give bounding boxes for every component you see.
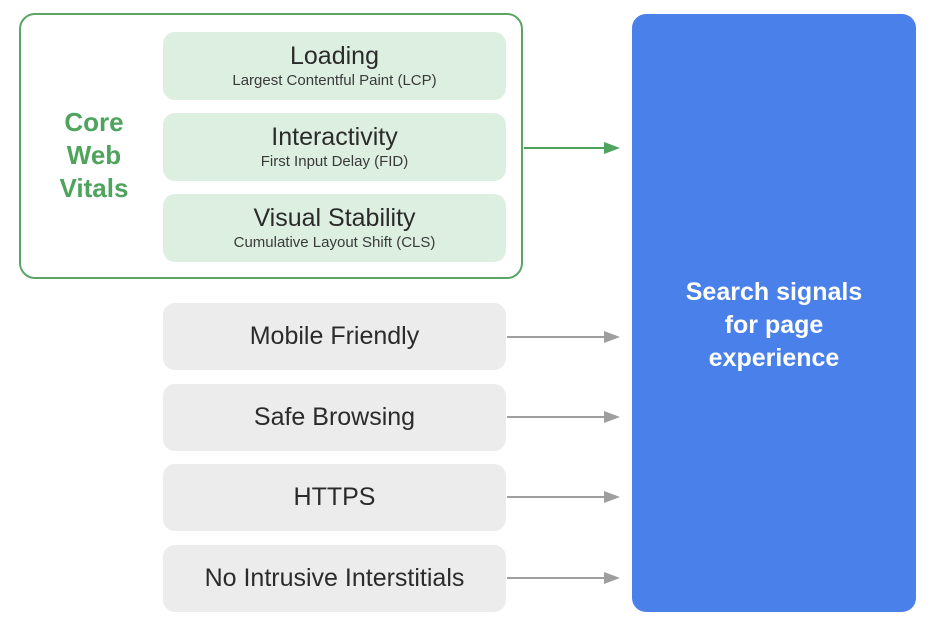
signal-no-intrusive-interstitials: No Intrusive Interstitials [163,545,506,612]
metric-visual-stability: Visual Stability Cumulative Layout Shift… [163,194,506,262]
metric-subtitle: First Input Delay (FID) [260,153,409,170]
cwv-label-line-3: Vitals [59,173,129,203]
signal-https: HTTPS [163,464,506,531]
signal-safe-browsing: Safe Browsing [163,384,506,451]
target-line-1: Search signals [685,278,863,306]
signal-arrow-safe-browsing [507,411,620,423]
target-line-3: experience [708,344,840,372]
arrow-head [604,331,620,343]
metric-title: Interactivity [271,123,398,151]
signal-mobile-friendly: Mobile Friendly [163,303,506,370]
metric-interactivity: Interactivity First Input Delay (FID) [163,113,506,181]
cwv-label-line-1: Core [64,107,124,137]
target-line-2: for page [724,311,824,339]
core-web-vitals-group [19,13,523,279]
metric-subtitle: Cumulative Layout Shift (CLS) [233,234,436,251]
metric-loading: Loading Largest Contentful Paint (LCP) [163,32,506,100]
signal-arrow-mobile [507,331,620,343]
cwv-arrow [524,142,620,154]
metric-title: Loading [290,42,379,70]
arrow-head [604,491,620,503]
cwv-arrow-head [604,142,620,154]
core-web-vitals-label: Core Web Vitals [40,106,148,205]
page-experience-target: Search signals for page experience [632,14,916,612]
target-label: Search signals for page experience [632,276,916,375]
metric-title: Visual Stability [253,204,416,232]
signal-arrow-https [507,491,620,503]
cwv-label-line-2: Web [66,140,122,170]
arrow-head [604,411,620,423]
metric-subtitle: Largest Contentful Paint (LCP) [232,72,437,89]
arrow-head [604,572,620,584]
signal-arrow-interstitials [507,572,620,584]
